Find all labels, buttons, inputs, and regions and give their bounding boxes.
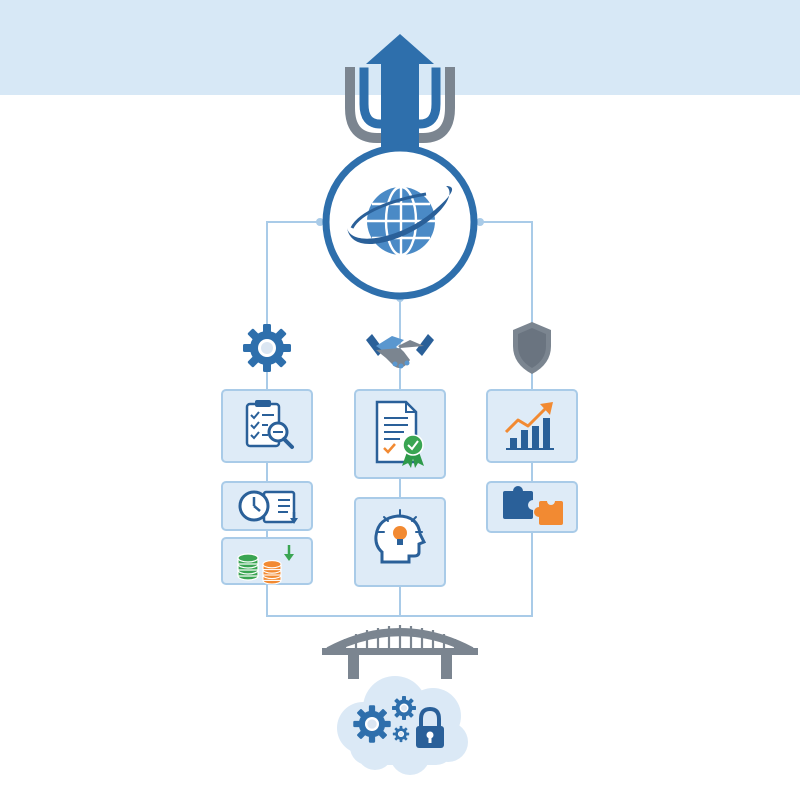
gear-icon [243, 324, 291, 372]
certificate-document-icon [375, 400, 424, 468]
card-certificate [354, 389, 446, 479]
gear-icon [392, 725, 410, 743]
card-clipboard [221, 389, 313, 463]
coin-stacks-icon [237, 545, 294, 585]
card-head-lightbulb [354, 497, 446, 587]
shield-icon [513, 322, 551, 374]
head-lightbulb-icon [374, 509, 427, 564]
clock-document-icon [238, 490, 298, 524]
card-coin-stacks [221, 537, 313, 585]
card-puzzle [486, 481, 578, 533]
puzzle-icon [503, 486, 563, 525]
bridge-icon [322, 625, 478, 679]
handshake-icon [366, 334, 434, 369]
gear-icon [392, 696, 416, 720]
card-clock-document [221, 481, 313, 531]
clipboard-magnifier-icon [245, 400, 294, 449]
growth-chart-icon [504, 402, 554, 450]
padlock-icon [416, 706, 444, 748]
card-growth-chart [486, 389, 578, 463]
gear-icon [353, 705, 391, 743]
globe-orbit-icon [322, 144, 478, 300]
